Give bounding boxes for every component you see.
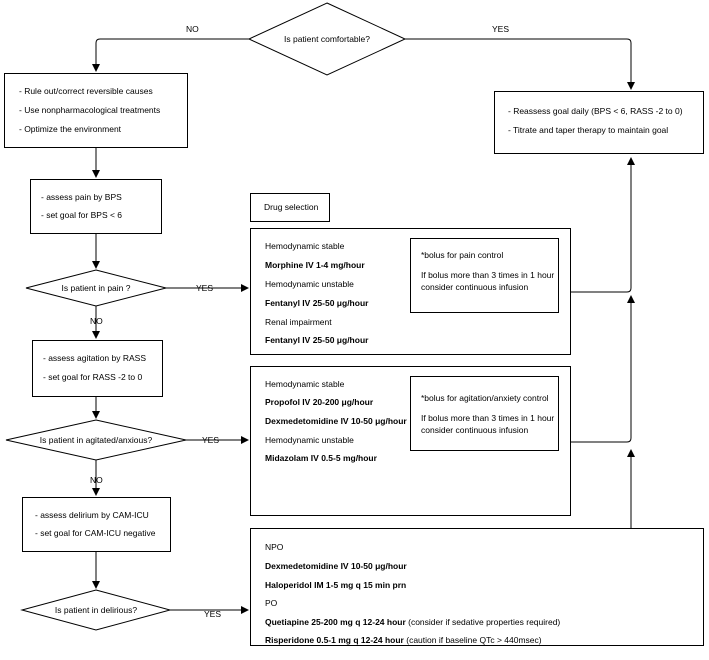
label-yes-delirious: YES: [204, 609, 222, 619]
agitation-drug-line-1: Hemodynamic stable: [265, 379, 345, 389]
agitation-drug-line-5: Midazolam IV 0.5-5 mg/hour: [265, 453, 377, 463]
reassess-line-2: - Titrate and taper therapy to maintain …: [508, 125, 669, 135]
agitation-assess-box: - assess agitation by RASS - set goal fo…: [32, 340, 163, 397]
label-no-agitated: NO: [90, 475, 103, 485]
delirium-quet-note: (consider if sedative properties require…: [405, 617, 561, 627]
agitation-note-line-2: If bolus more than 3 times in 1 hour: [421, 413, 555, 423]
edge-agitation-drugs-reassess: [571, 295, 635, 443]
decision-agitated: Is patient in agitated/anxious?: [39, 435, 153, 445]
agitation-assess-line-2: - set goal for RASS -2 to 0: [43, 372, 143, 382]
agitation-drugs-box: Hemodynamic stable Propofol IV 20-200 μg…: [250, 366, 571, 516]
rule-out-line-3: - Optimize the environment: [19, 124, 122, 134]
delirium-risp-note: (caution if baseline QTc > 440msec): [403, 635, 542, 645]
delirium-assess-line-2: - set goal for CAM-ICU negative: [35, 528, 156, 538]
pain-drug-line-1: Hemodynamic stable: [265, 241, 345, 251]
pain-drug-line-6: Fentanyl IV 25-50 μg/hour: [265, 335, 369, 345]
label-yes-pain: YES: [196, 283, 214, 293]
pain-drug-line-5: Renal impairment: [265, 317, 332, 327]
delirium-halo: Haloperidol IM 1-5 mg q 15 min prn: [265, 580, 407, 590]
delirium-risp: Risperidone 0.5-1 mg q 12-24 hour: [265, 635, 404, 645]
delirium-dex: Dexmedetomidine IV 10-50 μg/hour: [265, 561, 407, 571]
rule-out-box: - Rule out/correct reversible causes - U…: [4, 73, 188, 148]
decision-comfortable: Is patient comfortable?: [284, 34, 370, 44]
agitation-assess-line-1: - assess agitation by RASS: [43, 353, 146, 363]
decision-delirious-shape: [20, 589, 172, 631]
edge-comfortable-yes: [405, 38, 635, 90]
drug-selection-label: Drug selection: [264, 202, 319, 212]
decision-delirious: Is patient in delirious?: [54, 605, 138, 615]
label-yes-agitated: YES: [202, 435, 220, 445]
pain-note-line-1: *bolus for pain control: [421, 250, 504, 260]
delirium-risp-row: Risperidone 0.5-1 mg q 12-24 hour (cauti…: [265, 635, 542, 646]
label-yes-comfortable: YES: [492, 24, 510, 34]
decision-pain: Is patient in pain ?: [61, 283, 131, 293]
pain-note-box: *bolus for pain control If bolus more th…: [410, 238, 559, 313]
edge-pain-drugs-reassess: [571, 157, 635, 293]
label-no-pain: NO: [90, 316, 103, 326]
agitation-note-line-3: consider continuous infusion: [421, 425, 529, 435]
delirium-assess-line-1: - assess delirium by CAM-ICU: [35, 510, 149, 520]
delirium-npo: NPO: [265, 542, 284, 552]
pain-drugs-box: Hemodynamic stable Morphine IV 1-4 mg/ho…: [250, 228, 571, 355]
agitation-drug-line-4: Hemodynamic unstable: [265, 435, 354, 445]
pain-assess-line-2: - set goal for BPS < 6: [41, 210, 123, 220]
reassess-line-1: - Reassess goal daily (BPS < 6, RASS -2 …: [508, 106, 683, 116]
pain-drug-line-3: Hemodynamic unstable: [265, 279, 354, 289]
decision-comfortable-shape: [247, 2, 407, 76]
agitation-note-box: *bolus for agitation/anxiety control If …: [410, 376, 559, 451]
delirium-quet-row: Quetiapine 25-200 mg q 12-24 hour (consi…: [265, 617, 560, 628]
pain-note-line-3: consider continuous infusion: [421, 282, 529, 292]
pain-drug-line-4: Fentanyl IV 25-50 μg/hour: [265, 298, 369, 308]
pain-drug-line-2: Morphine IV 1-4 mg/hour: [265, 260, 365, 270]
drug-selection-box: Drug selection: [250, 193, 330, 222]
agitation-drug-line-2: Propofol IV 20-200 μg/hour: [265, 397, 374, 407]
delirium-quet: Quetiapine 25-200 mg q 12-24 hour: [265, 617, 406, 627]
agitation-note-line-1: *bolus for agitation/anxiety control: [421, 393, 549, 403]
pain-assess-box: - assess pain by BPS - set goal for BPS …: [30, 179, 162, 234]
delirium-po: PO: [265, 598, 278, 608]
reassess-box: - Reassess goal daily (BPS < 6, RASS -2 …: [494, 91, 704, 154]
delirium-drugs-box: NPO Dexmedetomidine IV 10-50 μg/hour Hal…: [250, 528, 704, 646]
delirium-assess-box: - assess delirium by CAM-ICU - set goal …: [22, 497, 171, 552]
pain-note-line-2: If bolus more than 3 times in 1 hour: [421, 270, 555, 280]
label-no-comfortable: NO: [186, 24, 199, 34]
agitation-drug-line-3: Dexmedetomidine IV 10-50 μg/hour: [265, 416, 407, 426]
rule-out-line-1: - Rule out/correct reversible causes: [19, 86, 153, 96]
rule-out-line-2: - Use nonpharmacological treatments: [19, 105, 161, 115]
edge-comfortable-no: [92, 38, 249, 72]
pain-assess-line-1: - assess pain by BPS: [41, 192, 122, 202]
